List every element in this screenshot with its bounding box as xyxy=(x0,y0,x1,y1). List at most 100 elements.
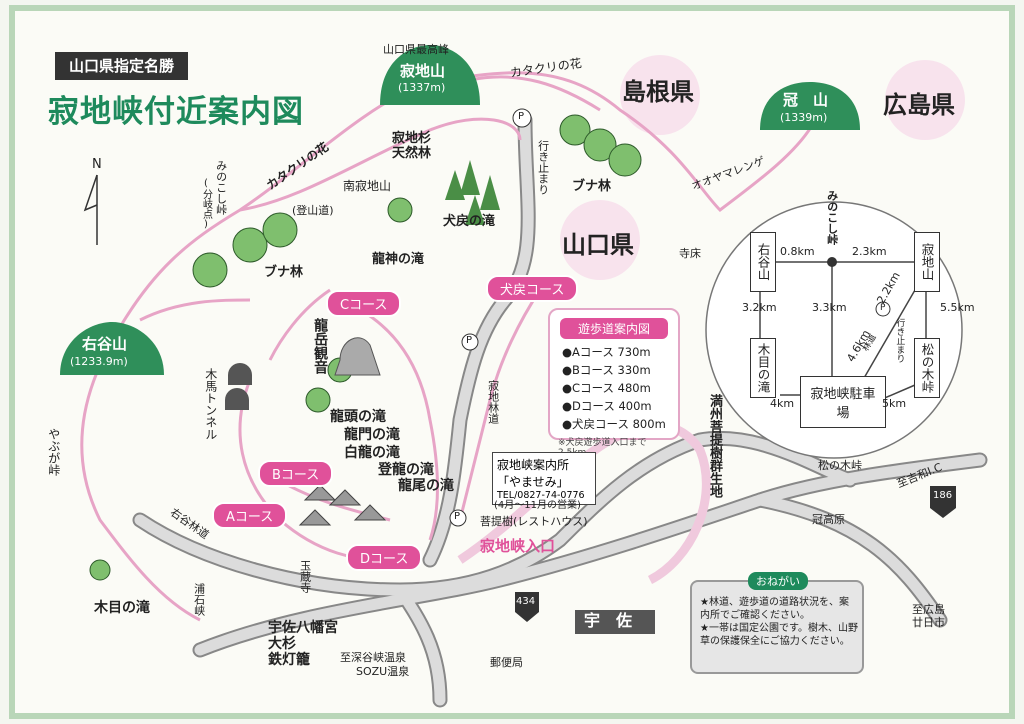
kiosk-nickname: 「やませみ」 xyxy=(497,475,569,489)
toryu-label: 登龍の滝 xyxy=(378,462,434,478)
trail-guide-row: ●Dコース 400m xyxy=(562,399,652,413)
trail-guide-title: 遊歩道案内図 xyxy=(560,318,668,339)
map-title: 寂地峡付近案内図 xyxy=(48,94,304,130)
hakuryu-label: 白龍の滝 xyxy=(344,445,400,461)
notice-title: おねがい xyxy=(748,572,808,590)
jakuchi-caption: 山口県最高峰 xyxy=(383,43,449,56)
ryubi-label: 龍尾の滝 xyxy=(398,478,454,494)
ryumon-label: 龍門の滝 xyxy=(344,427,400,443)
trail-guide-row: ●Cコース 480m xyxy=(562,381,651,395)
usa-label: 宇 佐 xyxy=(584,611,633,630)
inset-kobiki: 木目の滝 xyxy=(750,338,776,398)
kiosk-name: 寂地峡案内所 xyxy=(497,458,570,472)
inset-jakuchi: 寂地山 xyxy=(914,232,940,292)
ryuzu-label: 龍頭の滝 xyxy=(330,409,386,425)
ryugaku-label: 龍岳観音 xyxy=(312,318,329,374)
forest-label: 寂地杉 天然林 xyxy=(392,131,432,161)
trail-guide-row: ●Aコース 730m xyxy=(562,345,651,359)
kanmuri-plateau-label: 冠高原 xyxy=(812,513,845,526)
yamaguchi-label: 山口県 xyxy=(562,231,634,259)
utani-dome xyxy=(60,322,164,375)
usa-bar xyxy=(575,610,655,634)
course-a-badge: Aコース xyxy=(212,502,288,529)
route-434-shield xyxy=(515,592,539,622)
notice-line: ★一帯は国定公園です。樹木、山野草の保護保全にご協力ください。 xyxy=(700,623,858,647)
hiroshima-direction-label: 至広島 廿日市 xyxy=(912,603,945,629)
gyokuzo-label: 玉蔵寺 xyxy=(298,560,312,593)
inset-distance: 0.8km xyxy=(780,245,815,258)
kanmuri-elev: (1339m) xyxy=(780,111,828,124)
inset-distance: 5km xyxy=(882,397,907,410)
kobiki-label: 木目の滝 xyxy=(94,600,150,616)
shimane-label: 島根県 xyxy=(622,78,694,106)
buna-label-1: ブナ林 xyxy=(264,265,304,280)
trail-guide-row: ●Bコース 330m xyxy=(562,363,651,377)
inset-minokoshi: みのこし峠 xyxy=(825,190,839,245)
minami-jakuchi-label: 南寂地山 xyxy=(343,179,392,193)
ikidomari-label: 行き止まり xyxy=(536,140,550,195)
inset-utani: 右谷山 xyxy=(750,232,776,292)
minokoshi-pass-label: みのこし峠 xyxy=(214,160,228,215)
kiosk-box: 寂地峡案内所 「やませみ」 TEL/0827-74-0776 xyxy=(492,452,596,505)
kiosk-tel: TEL/0827-74-0776 xyxy=(497,490,585,501)
yamaguchi-glow xyxy=(560,200,640,280)
parking-mark-4: P xyxy=(880,303,886,313)
inset-distance: 5.5km xyxy=(940,301,975,314)
waterfall-rock xyxy=(334,337,381,376)
course-d-badge: Dコース xyxy=(346,544,423,571)
hiroshima-glow xyxy=(885,60,965,140)
kiosk-season: (4月～11月の営業) xyxy=(494,500,581,511)
fukaya-label: 至深谷峡温泉 xyxy=(340,651,406,664)
teradoko-label: 寺床 xyxy=(679,247,701,260)
north-label: N xyxy=(92,157,102,172)
course-b-badge: Bコース xyxy=(258,460,334,487)
inset-minokoshi-dot xyxy=(827,257,837,267)
cedar-trees xyxy=(445,160,500,225)
tunnels xyxy=(225,363,252,410)
hiroshima-label: 広島県 xyxy=(883,91,955,119)
parking-circles xyxy=(449,108,891,527)
parking-mark-1: P xyxy=(518,111,525,122)
jakuchi-elev: (1337m) xyxy=(398,81,446,94)
jakuchi-name: 寂地山 xyxy=(400,62,446,80)
parking-mark-3: P xyxy=(454,511,461,522)
sozu-label: SOZU温泉 xyxy=(356,665,410,678)
inset-matsunoki: 松の木峠 xyxy=(914,338,940,398)
inset-distance: 2.3km xyxy=(852,245,887,258)
route-434-label: 434 xyxy=(516,596,536,607)
parking-mark-2: P xyxy=(466,335,473,346)
yabuga-pass-label: やぶが峠 xyxy=(46,428,61,476)
notice-box: おねがい ★林道、遊歩道の道路状況を、案内所でご確認ください。 ★一帯は国定公園… xyxy=(690,572,864,674)
route-186-label: 186 xyxy=(933,490,953,501)
ryujin-falls-label: 龍神の滝 xyxy=(372,252,425,267)
buna-label-2: ブナ林 xyxy=(572,179,612,194)
post-office-label: 郵便局 xyxy=(490,656,523,669)
tozando-label: (登山道) xyxy=(292,204,334,217)
matsunoki-label: 松の木峠 xyxy=(818,459,862,472)
entrance-label: 寂地峡入口 xyxy=(480,537,556,555)
utani-name: 右谷山 xyxy=(82,335,128,353)
region-tag: 山口県指定名勝 xyxy=(55,52,189,80)
trail-guide-box: 遊歩道案内図 ●Aコース 730m ●Bコース 330m ●Cコース 480m … xyxy=(548,308,680,458)
course-c-badge: Cコース xyxy=(326,290,402,317)
kiba-tunnel-label: 木馬トンネル xyxy=(203,368,218,440)
kanmuri-name: 冠 山 xyxy=(783,91,829,109)
uraishi-label: 浦石峡 xyxy=(192,583,206,616)
bodaiju-label: 菩提樹(レストハウス) xyxy=(480,515,588,528)
roads-fill xyxy=(134,114,986,706)
compass-arrow xyxy=(83,174,98,245)
branch-point-label: (分岐点) xyxy=(200,178,212,230)
shimane-glow xyxy=(620,55,700,135)
kanmuri-dome xyxy=(760,82,860,130)
utani-elev: (1233.9m) xyxy=(70,355,128,368)
jakuchi-rindo-label: 寂地林道 xyxy=(486,380,500,424)
trail-guide-row: ●犬戻コース 800m xyxy=(562,417,666,431)
jakuchi-dome xyxy=(380,45,480,105)
inset-distance: 3.2km xyxy=(742,301,777,314)
notice-line: ★林道、遊歩道の道路状況を、案内所でご確認ください。 xyxy=(700,597,849,621)
inset-stop-note: 行き止まり xyxy=(894,318,905,363)
course-inumodoshi-badge: 犬戻コース xyxy=(486,275,579,302)
inset-parking: 寂地峡駐車場 xyxy=(800,376,886,428)
